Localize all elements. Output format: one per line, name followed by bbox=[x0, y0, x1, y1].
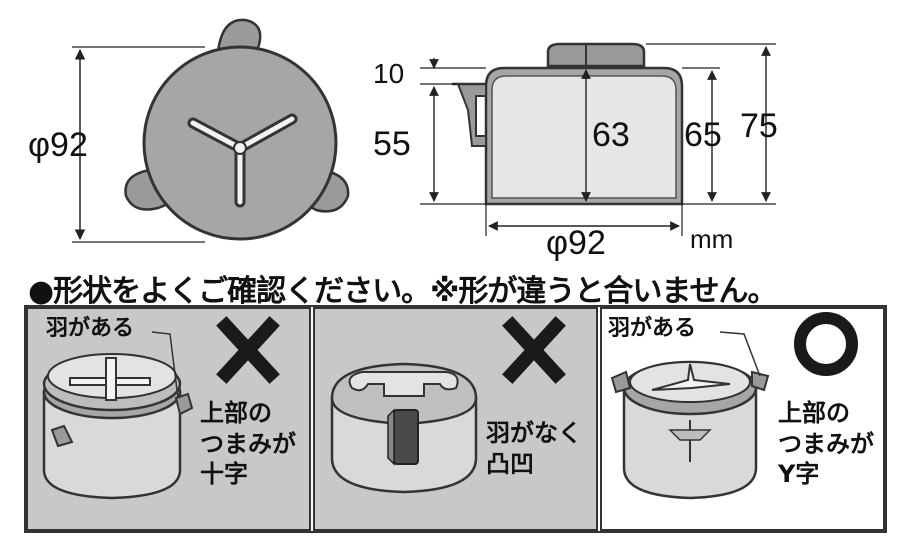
side-view-knob bbox=[546, 42, 646, 68]
dim-bottom-diameter-label: φ92 bbox=[546, 224, 606, 262]
top-view-diameter-label: φ92 bbox=[28, 126, 88, 164]
panel-1-caption-line: つまみが bbox=[200, 429, 296, 458]
panel-3-caption-line: 上部の bbox=[778, 399, 850, 427]
panel-1-wing-label: 羽がある bbox=[46, 316, 135, 341]
panel-2-caption: 羽がなく 凸凹 bbox=[486, 418, 582, 479]
panel-2-x-mark bbox=[502, 316, 566, 384]
side-view-drawing bbox=[420, 42, 776, 236]
panel-2-caption-line: 凸凹 bbox=[486, 449, 534, 478]
dim-75-label: 75 bbox=[740, 107, 778, 145]
panel-2-cap-illustration bbox=[330, 362, 478, 494]
dim-10-label: 10 bbox=[373, 58, 405, 89]
panel-1-cap-illustration bbox=[42, 331, 194, 500]
panel-1-caption: 上部の つまみが 十字 bbox=[200, 398, 296, 490]
panel-3-cap-illustration bbox=[610, 331, 770, 500]
panel-1-caption-line: 十字 bbox=[200, 460, 248, 489]
panel-1-x-mark bbox=[216, 316, 280, 384]
dim-63-label: 63 bbox=[592, 116, 630, 154]
panel-1-caption-line: 上部の bbox=[200, 399, 272, 427]
panel-3-caption: 上部の つまみが Y字 bbox=[778, 398, 874, 490]
shape-notice: ●形状をよくご確認ください。※形が違うと合いません。 bbox=[28, 274, 777, 309]
unit-label: mm bbox=[690, 224, 734, 254]
panel-3-o-mark bbox=[794, 312, 858, 376]
top-view-drawing bbox=[72, 18, 350, 243]
dim-65-label: 65 bbox=[684, 116, 722, 154]
panel-3-caption-line: Y字 bbox=[778, 460, 820, 489]
dim-55-label: 55 bbox=[373, 125, 411, 163]
panel-3-wing-label: 羽がある bbox=[608, 316, 697, 341]
panel-2-caption-line: 羽がなく bbox=[486, 419, 582, 447]
panel-3-caption-line: つまみが bbox=[778, 429, 874, 458]
side-view-tab bbox=[456, 83, 487, 147]
